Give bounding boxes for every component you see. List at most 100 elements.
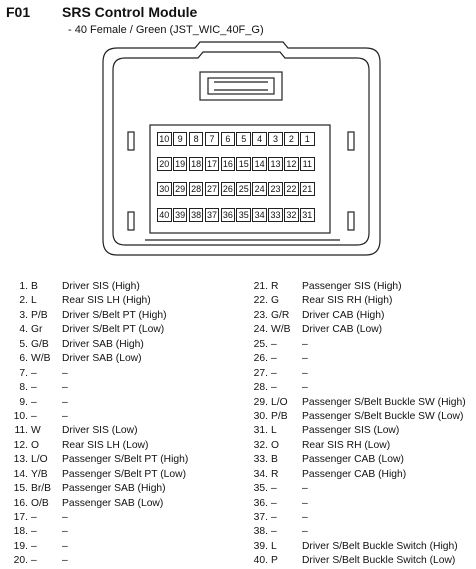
pin-cell: 37: [204, 208, 220, 222]
pin-number: 34.: [253, 468, 268, 480]
pin-description: Passenger SIS (Low): [302, 425, 400, 437]
wire-color: –: [31, 410, 37, 422]
pin-number: 22.: [253, 295, 268, 307]
pin-cell: 29: [172, 182, 188, 196]
pin-description: Rear SIS RH (High): [302, 295, 393, 307]
pin-number: 7.: [19, 367, 28, 379]
pin-cell: 1: [300, 132, 315, 146]
pin-number: 20.: [13, 555, 28, 567]
pin-description: –: [62, 367, 68, 379]
pin-cell: 22: [284, 182, 299, 196]
pin-cell: 21: [300, 182, 315, 196]
wire-color: G/B: [31, 338, 49, 350]
pin-description: –: [62, 555, 68, 567]
pin-cell: 38: [188, 208, 204, 222]
pin-description: –: [302, 512, 308, 523]
pin-cell: 35: [236, 208, 252, 222]
pin-cell: 20: [157, 157, 172, 171]
wire-color: G: [271, 295, 280, 307]
pin-number: 26.: [253, 353, 268, 365]
wire-color: L: [271, 425, 277, 437]
pin-cell: 26: [220, 182, 236, 196]
pin-number: 36.: [253, 497, 268, 509]
wire-color: P/B: [31, 309, 48, 321]
pin-description: Passenger S/Belt PT (Low): [62, 468, 186, 480]
pin-cell: 8: [188, 132, 204, 146]
wire-color: –: [271, 338, 277, 350]
pin-cell: 23: [268, 182, 283, 196]
pin-number: 25.: [253, 338, 268, 350]
pin-cell: 9: [172, 132, 188, 146]
connector-drawing: [102, 41, 381, 256]
pin-number: 32.: [253, 439, 268, 451]
wire-color: Y/B: [31, 468, 48, 480]
pin-cell: 5: [236, 132, 252, 146]
pin-cell: 10: [157, 132, 172, 146]
pin-description: –: [302, 353, 308, 365]
pin-number: 14.: [13, 468, 28, 480]
pin-cell: 36: [220, 208, 236, 222]
connector-subtitle: - 40 Female / Green (JST_WIC_40F_G): [68, 24, 264, 36]
pin-description: –: [302, 497, 308, 509]
pin-description: Driver SIS (Low): [62, 425, 138, 437]
pin-description: –: [302, 382, 308, 394]
pin-number: 8.: [19, 382, 28, 394]
pin-cell: 4: [252, 132, 267, 146]
pin-number: 18.: [13, 526, 28, 538]
pin-cell: 6: [220, 132, 236, 146]
pin-description: Rear SIS LH (High): [62, 295, 151, 307]
wire-color: R: [271, 468, 279, 480]
pin-description: Passenger S/Belt Buckle SW (Low): [302, 410, 464, 422]
pin-number: 38.: [253, 526, 268, 538]
pin-cell: 24: [252, 182, 267, 196]
pin-number: 37.: [253, 512, 268, 523]
pin-number: 39.: [253, 540, 268, 552]
wire-color: –: [31, 382, 37, 394]
pin-number: 28.: [253, 382, 268, 394]
pin-number: 1.: [19, 281, 28, 292]
pin-number: 27.: [253, 367, 268, 379]
pin-cell: 33: [268, 208, 283, 222]
pin-number: 35.: [253, 483, 268, 495]
pin-cell: 7: [204, 132, 220, 146]
pin-cell: 16: [220, 157, 236, 171]
wire-color: L/O: [271, 396, 288, 408]
pin-cell: 11: [300, 157, 315, 171]
pin-cell: 28: [188, 182, 204, 196]
wire-color: L: [271, 540, 277, 552]
wire-color: L: [31, 295, 37, 307]
pin-description: –: [302, 367, 308, 379]
pin-cell: 13: [268, 157, 283, 171]
wire-color: O: [31, 439, 40, 451]
pin-row-2: 20 19 18 17 16 15 14 13 12 11: [157, 157, 316, 171]
wire-color: W/B: [31, 353, 51, 365]
pin-cell: 32: [284, 208, 299, 222]
wire-color: –: [31, 367, 37, 379]
pin-description: –: [62, 382, 68, 394]
pin-description: –: [62, 396, 68, 408]
pin-cell: 14: [252, 157, 267, 171]
pin-row-3: 30 29 28 27 26 25 24 23 22 21: [157, 182, 316, 196]
pin-number: 12.: [13, 439, 28, 451]
pin-number: 17.: [13, 512, 28, 523]
pin-description: –: [302, 526, 308, 538]
wire-color: Gr: [31, 324, 43, 336]
pin-number: 24.: [253, 324, 268, 336]
pin-description: Passenger CAB (High): [302, 468, 407, 480]
pin-description: Rear SIS LH (Low): [62, 439, 149, 451]
wire-color: B: [271, 454, 278, 466]
wire-color: Br/B: [31, 483, 52, 495]
cavity-frame: [149, 124, 331, 234]
wire-color: O: [271, 439, 280, 451]
pin-cell: 3: [268, 132, 283, 146]
wire-color: L/O: [31, 454, 48, 466]
pin-cell: 34: [252, 208, 267, 222]
pin-description: –: [302, 483, 308, 495]
pin-description: Driver S/Belt Buckle Switch (Low): [302, 555, 456, 567]
pin-description: Driver SAB (High): [62, 338, 144, 350]
pin-cell: 19: [172, 157, 188, 171]
pin-number: 9.: [19, 396, 28, 408]
wire-color: –: [271, 382, 277, 394]
connector-inner-housing: [112, 51, 370, 246]
pin-cell: 40: [157, 208, 172, 222]
